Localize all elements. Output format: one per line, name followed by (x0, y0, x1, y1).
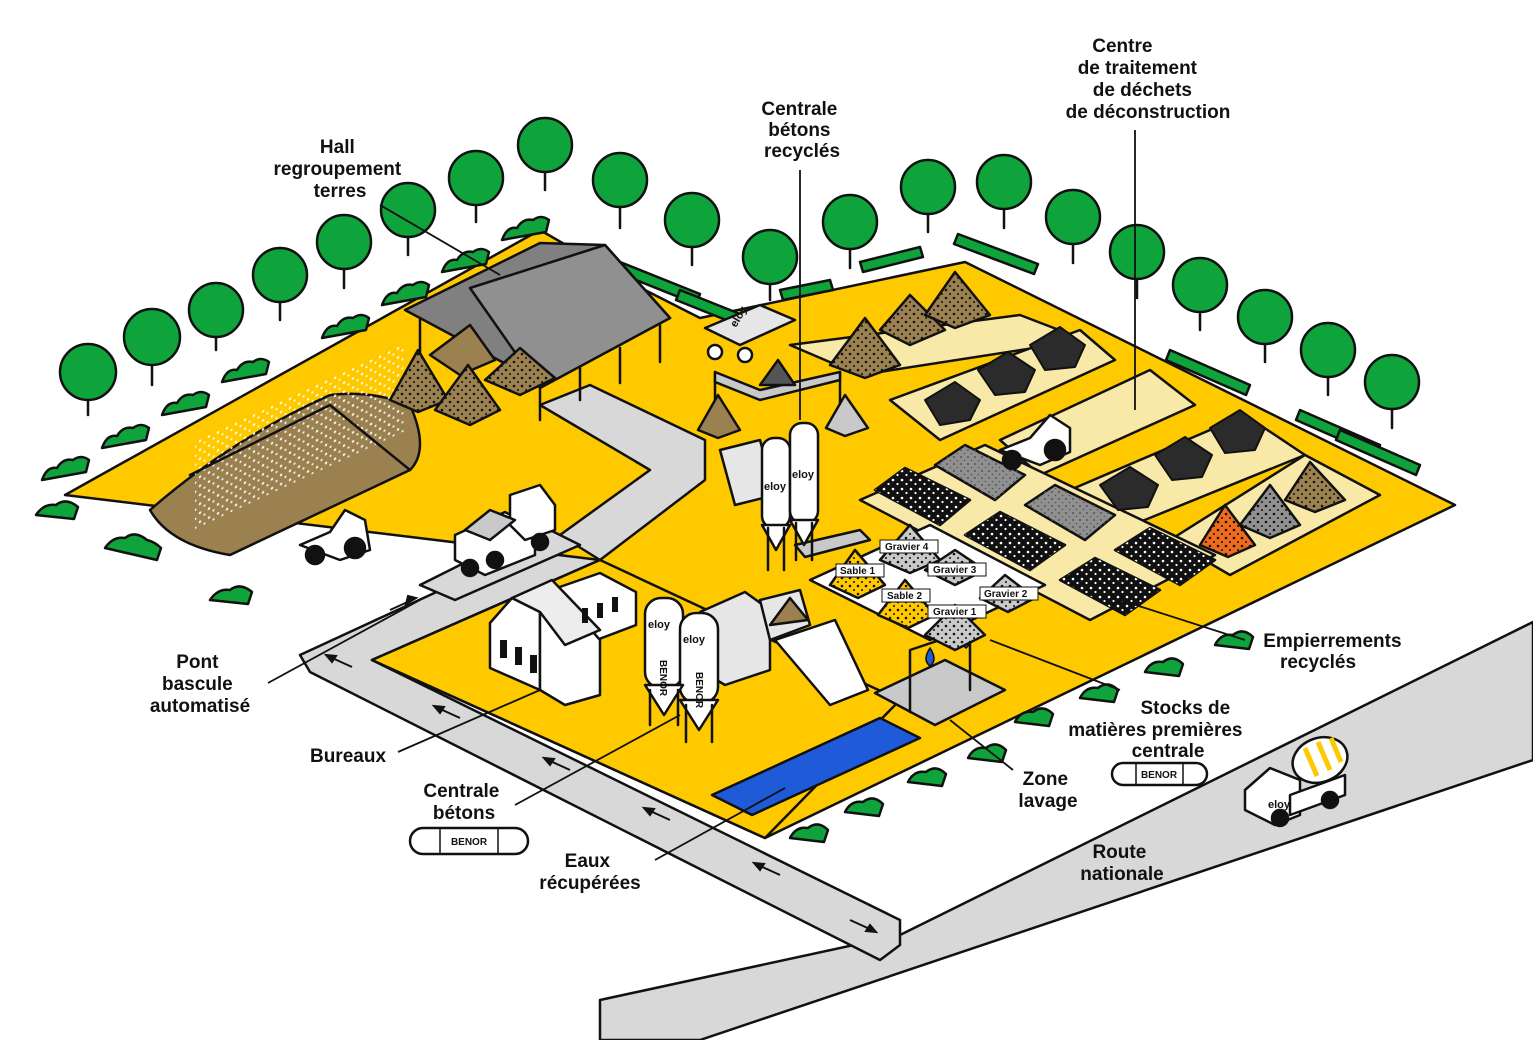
tree-icon (899, 158, 957, 234)
concrete-mixer-truck: eloy (1243, 735, 1349, 828)
label-centrale-betons: Centrale bétons (423, 781, 504, 824)
tree-icon (1108, 223, 1166, 300)
tree-icon (1044, 188, 1102, 265)
tree-icon (1299, 321, 1357, 397)
silo-badge: BENOR (693, 672, 704, 709)
label-stocks: Stocks de matières premières centrale (1068, 698, 1248, 762)
stock-label: Gravier 2 (984, 589, 1028, 600)
label-pont-bascule: Pont bascule automatisé (150, 652, 250, 717)
water-drop-icon (925, 646, 935, 667)
leader-lines (267, 130, 1246, 861)
tree-icon (379, 181, 437, 257)
concrete-plant: eloy eloy BENOR BENOR (643, 588, 870, 744)
tree-icon (58, 342, 118, 417)
stock-label: Gravier 3 (933, 565, 977, 576)
label-route: Route nationale (1080, 842, 1163, 885)
tree-icon (122, 307, 182, 387)
label-centrale-recycles: Centrale bétons recyclés (761, 99, 842, 162)
tree-icon (663, 191, 721, 267)
label-centre-traitement: Centre de traitement de déchets de décon… (1066, 36, 1231, 123)
stock-label: Gravier 4 (885, 542, 929, 553)
vehicles: eloy (298, 413, 1349, 828)
svg-text:BENOR: BENOR (451, 837, 488, 848)
stock-label: Sable 1 (840, 566, 875, 577)
tree-icon (591, 151, 649, 230)
recycling-plant: eloy (696, 304, 870, 440)
brand-logo: eloy (764, 481, 787, 493)
tree-icon (741, 228, 799, 302)
road-arrows (323, 594, 879, 934)
silo-badge: BENOR (657, 660, 668, 697)
brand-logo: eloy (683, 634, 706, 646)
brand-logo: eloy (1268, 799, 1291, 811)
recycled-aggregate-piles (873, 443, 1217, 617)
label-bureaux: Bureaux (310, 746, 386, 767)
label-zone-lavage: Zone lavage (1018, 769, 1077, 812)
raw-material-stocks: Gravier 4 Sable 1 Gravier 3 Sable 2 Grav… (808, 523, 1047, 652)
recovered-water-basin (710, 716, 922, 817)
stock-label: Gravier 1 (933, 607, 977, 618)
wheel-loader-left (298, 508, 372, 566)
label-hall-terres: Hall regroupement terres (273, 137, 406, 202)
label-eaux: Eaux récupérées (539, 851, 640, 894)
benor-badge: BENOR (1110, 761, 1209, 787)
tree-icon (516, 116, 574, 192)
svg-text:BENOR: BENOR (1141, 770, 1178, 781)
office-building (488, 571, 638, 707)
stock-label: Sable 2 (887, 591, 922, 602)
labels: Centre de traitement de déchets de décon… (150, 36, 1407, 894)
tree-icon (975, 153, 1033, 230)
gravel-piles-recycled (828, 270, 1347, 559)
tree-icon (251, 246, 309, 322)
tree-icon (1236, 288, 1294, 364)
soil-hall (388, 241, 672, 427)
recycled-concrete-plant: eloy eloy (718, 421, 872, 572)
wheel-loader-right (998, 413, 1072, 471)
brand-logo: eloy (792, 469, 815, 481)
tree-icon (187, 281, 245, 352)
dump-truck (453, 483, 557, 578)
tree-icon (315, 213, 373, 290)
demolition-rubble (924, 326, 1266, 511)
tree-icon (447, 149, 505, 224)
tree-icon (1171, 256, 1229, 332)
hedges (34, 215, 1422, 844)
tree-icon (821, 193, 879, 270)
brand-logo: eloy (648, 619, 671, 631)
label-empierrements: Empierrements recyclés (1263, 631, 1407, 673)
tree-icon (1363, 353, 1421, 430)
benor-badge: BENOR (408, 826, 530, 856)
tree-row (58, 116, 1421, 430)
